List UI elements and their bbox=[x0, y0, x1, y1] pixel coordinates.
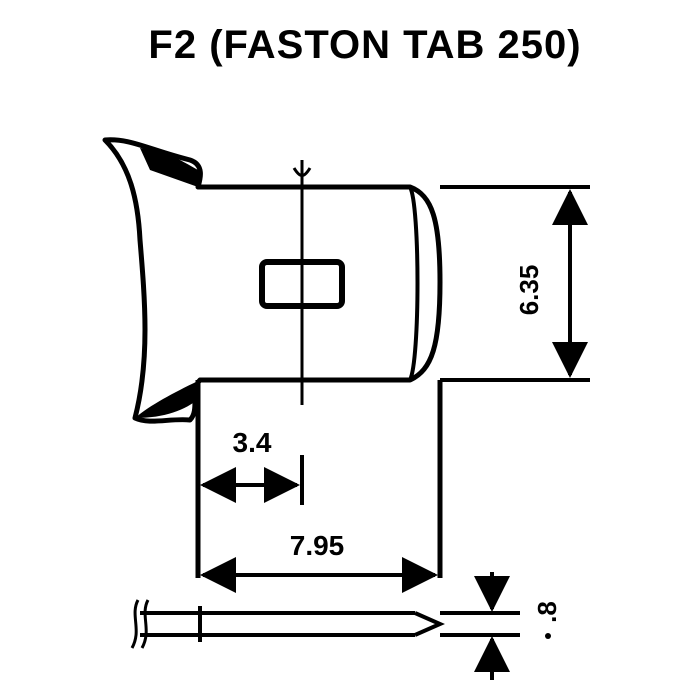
height-dimension bbox=[440, 185, 590, 382]
drawing-title: F2 (FASTON TAB 250) bbox=[148, 23, 581, 67]
hole-centerline bbox=[292, 160, 312, 405]
thickness-label: .8 bbox=[532, 601, 562, 623]
terminal-body bbox=[102, 137, 443, 424]
hole-offset-dimension bbox=[200, 455, 304, 505]
dimension-dot bbox=[545, 633, 551, 639]
side-view bbox=[130, 572, 520, 680]
height-label: 6.35 bbox=[514, 265, 544, 316]
length-label: 7.95 bbox=[290, 530, 345, 561]
hole-offset-label: 3.4 bbox=[233, 427, 272, 458]
tab-blade bbox=[195, 186, 443, 578]
